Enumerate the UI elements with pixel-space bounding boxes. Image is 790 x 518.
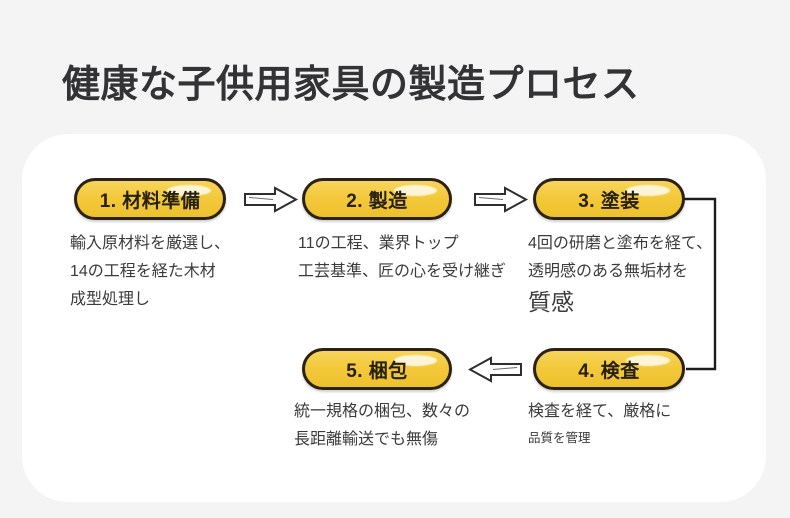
step-1-description: 輸入原材料を厳選し、 14の工程を経た木材 成型処理し xyxy=(70,230,230,314)
step-1-desc-line-1: 輸入原材料を厳選し、 xyxy=(70,235,231,252)
step-3-label: 3. 塗装 xyxy=(578,190,640,212)
step-3-desc-line-2: 透明感のある無垢材を xyxy=(528,263,689,280)
step-4-description: 検査を経て、厳格に 品質を管理 xyxy=(528,398,671,450)
elbow-3-to-4 xyxy=(684,196,720,377)
step-2-desc-line-1: 11の工程、業界トップ xyxy=(298,235,459,252)
arrow-4-to-5 xyxy=(467,356,524,389)
step-2-pill[interactable]: 2. 製造 xyxy=(302,178,452,220)
step-1-node[interactable]: 1. 材料準備 xyxy=(74,178,226,220)
arrow-1-to-2 xyxy=(243,186,299,219)
left-block-arrow-icon xyxy=(467,356,522,383)
step-4-node[interactable]: 4. 検査 xyxy=(533,348,685,390)
step-3-desc-line-1: 4回の研磨と塗布を経て、 xyxy=(528,235,713,252)
step-5-desc-line-1: 統一規格の梱包、数々の xyxy=(294,403,471,420)
step-2-desc-line-2: 工芸基準、匠の心を受け継ぎ xyxy=(298,263,507,280)
step-5-desc-line-2: 長距離輸送でも無傷 xyxy=(294,431,439,448)
step-4-desc-line-1: 検査を経て、厳格に xyxy=(528,403,672,420)
step-1-pill[interactable]: 1. 材料準備 xyxy=(74,178,226,220)
step-4-pill[interactable]: 4. 検査 xyxy=(533,348,685,390)
arrow-2-to-3 xyxy=(473,186,529,219)
right-block-arrow-icon xyxy=(474,186,529,213)
step-3-node[interactable]: 3. 塗装 xyxy=(533,178,685,220)
step-4-desc-line-2: 品質を管理 xyxy=(528,431,591,445)
step-2-description: 11の工程、業界トップ 工芸基準、匠の心を受け継ぎ xyxy=(298,230,506,286)
right-block-arrow-icon xyxy=(244,186,299,213)
step-3-desc-line-3: 質感 xyxy=(528,289,574,315)
step-5-pill[interactable]: 5. 梱包 xyxy=(302,348,452,390)
step-2-label: 2. 製造 xyxy=(346,190,408,212)
step-1-desc-line-3: 成型処理し xyxy=(70,291,151,308)
step-5-node[interactable]: 5. 梱包 xyxy=(302,348,452,390)
step-5-label: 5. 梱包 xyxy=(346,360,408,382)
elbow-connector-icon xyxy=(684,197,717,371)
step-2-node[interactable]: 2. 製造 xyxy=(302,178,452,220)
step-1-label: 1. 材料準備 xyxy=(99,190,201,212)
step-4-label: 4. 検査 xyxy=(578,360,640,382)
page-title: 健康な子供用家具の製造プロセス xyxy=(62,64,640,107)
step-1-desc-line-2: 14の工程を経た木材 xyxy=(70,263,216,280)
step-3-pill[interactable]: 3. 塗装 xyxy=(533,178,685,220)
step-5-description: 統一規格の梱包、数々の 長距離輸送でも無傷 xyxy=(294,398,470,454)
step-3-description: 4回の研磨と塗布を経て、 透明感のある無垢材を 質感 xyxy=(528,230,712,318)
